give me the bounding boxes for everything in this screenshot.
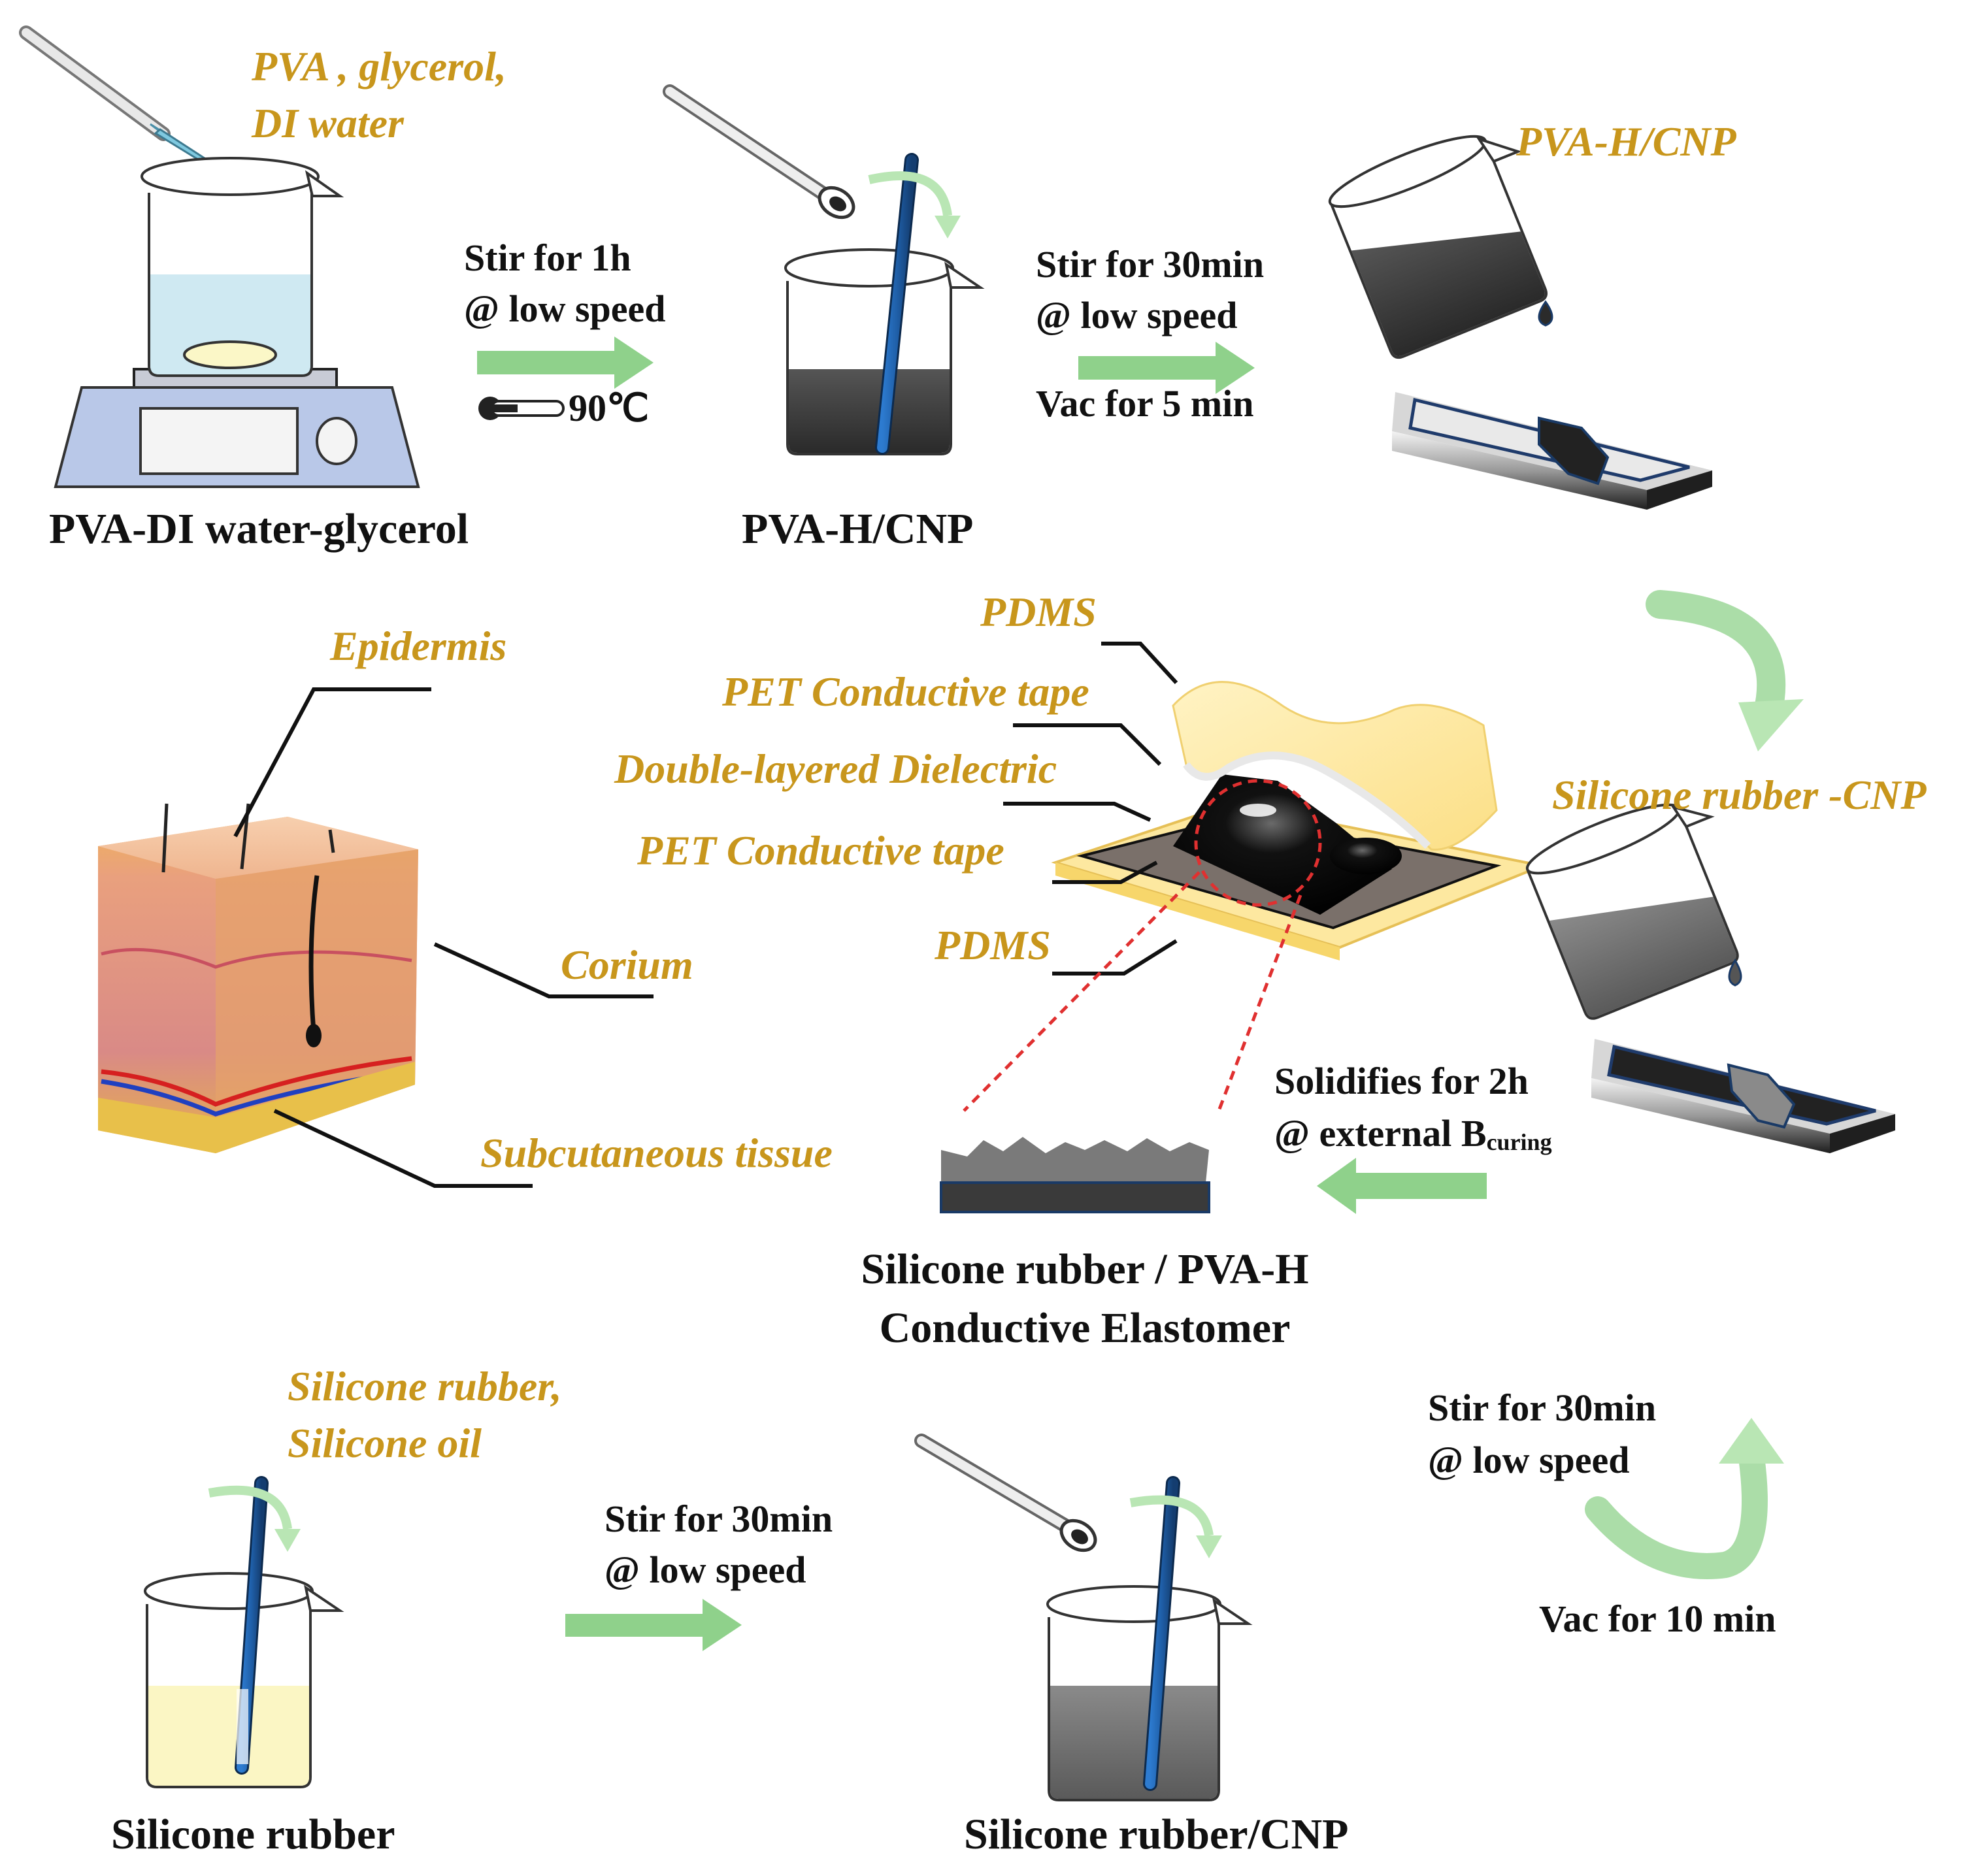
beaker-icon [144, 1572, 344, 1788]
solidify-field-subscript: curing [1486, 1129, 1552, 1155]
cycle-speed-label: @ low speed [1428, 1439, 1630, 1481]
step1-stir-label: Stir for 1h [464, 237, 631, 279]
dielectric-label: Double-layered Dielectric [614, 746, 1057, 792]
cycle-arrow [1585, 1418, 1784, 1579]
hotplate-icon [54, 368, 420, 488]
caption-silicone-rubber: Silicone rubber [111, 1811, 395, 1858]
silicone-rubber-ingredient-label: Silicone rubber, [288, 1363, 562, 1409]
caption-pva-h-cnp: PVA-H/CNP [742, 505, 974, 553]
beaker-icon [141, 157, 344, 377]
caption-elastomer-line1: Silicone rubber / PVA-H [861, 1245, 1309, 1293]
step1-speed-label: @ low speed [464, 287, 666, 330]
beaker-icon [1328, 135, 1553, 359]
silicone-oil-ingredient-label: Silicone oil [288, 1420, 482, 1466]
pdms-top-label: PDMS [980, 589, 1097, 635]
leader-lines-skin [233, 687, 654, 1188]
curved-arrow-down [1646, 590, 1804, 751]
process-arrow-solidify [1317, 1158, 1487, 1214]
caption-pva-di-water: PVA-DI water-glycerol [49, 505, 469, 553]
layered-sensor-icon [1051, 681, 1547, 960]
pet-tape-bottom-label: PET Conductive tape [637, 827, 1004, 874]
process-arrow-1 [477, 336, 654, 389]
pipette-icon [19, 25, 212, 166]
subcutaneous-label: Subcutaneous tissue [480, 1130, 833, 1176]
elastomer-cross-section [940, 1137, 1210, 1213]
leader-lines-sensor [1003, 642, 1178, 976]
bottom-step-speed-label: @ low speed [605, 1549, 806, 1591]
zoom-lines [963, 871, 1302, 1112]
pva-h-cnp-top-label: PVA-H/CNP [1516, 118, 1736, 165]
silicone-cnp-label: Silicone rubber -CNP [1552, 772, 1927, 818]
skin-cross-section-icon [98, 803, 418, 1153]
di-water-label: DI water [252, 100, 404, 146]
mold-tray-icon [1392, 392, 1712, 510]
beaker-icon [1525, 803, 1742, 1020]
caption-silicone-rubber-cnp: Silicone rubber/CNP [964, 1811, 1349, 1858]
spatula-icon [914, 1434, 1097, 1552]
solidify-field-prefix: @ external B [1274, 1112, 1487, 1155]
stir-rod-icon [1129, 1476, 1222, 1791]
spatula-icon [663, 84, 855, 220]
corium-label: Corium [561, 942, 693, 988]
thermometer-icon [478, 397, 565, 420]
stir-rod-icon [208, 1476, 301, 1775]
caption-elastomer-line2: Conductive Elastomer [879, 1304, 1291, 1352]
pva-glycerol-label: PVA , glycerol, [252, 43, 506, 90]
cycle-stir-label: Stir for 30min [1428, 1386, 1657, 1429]
solidify-field-label: @ external Bcuring [1274, 1112, 1552, 1156]
beaker-icon [1046, 1585, 1253, 1801]
mold-tray-icon [1591, 1039, 1895, 1153]
process-arrow-2 [1078, 342, 1255, 394]
pdms-bottom-label: PDMS [935, 922, 1051, 968]
step1-temperature: 90℃ [569, 387, 650, 429]
step2-vac-label: Vac for 5 min [1036, 382, 1254, 425]
pet-tape-top-label: PET Conductive tape [722, 668, 1089, 715]
cycle-vac-label: Vac for 10 min [1539, 1598, 1776, 1640]
solidify-label: Solidifies for 2h [1274, 1060, 1529, 1102]
bottom-step-stir-label: Stir for 30min [605, 1498, 833, 1540]
beaker-icon [784, 248, 985, 455]
step2-stir-label: Stir for 30min [1036, 243, 1265, 286]
stir-rod-icon [868, 153, 961, 455]
process-arrow-bottom [565, 1599, 742, 1651]
step2-speed-label: @ low speed [1036, 294, 1238, 336]
epidermis-label: Epidermis [330, 623, 507, 669]
